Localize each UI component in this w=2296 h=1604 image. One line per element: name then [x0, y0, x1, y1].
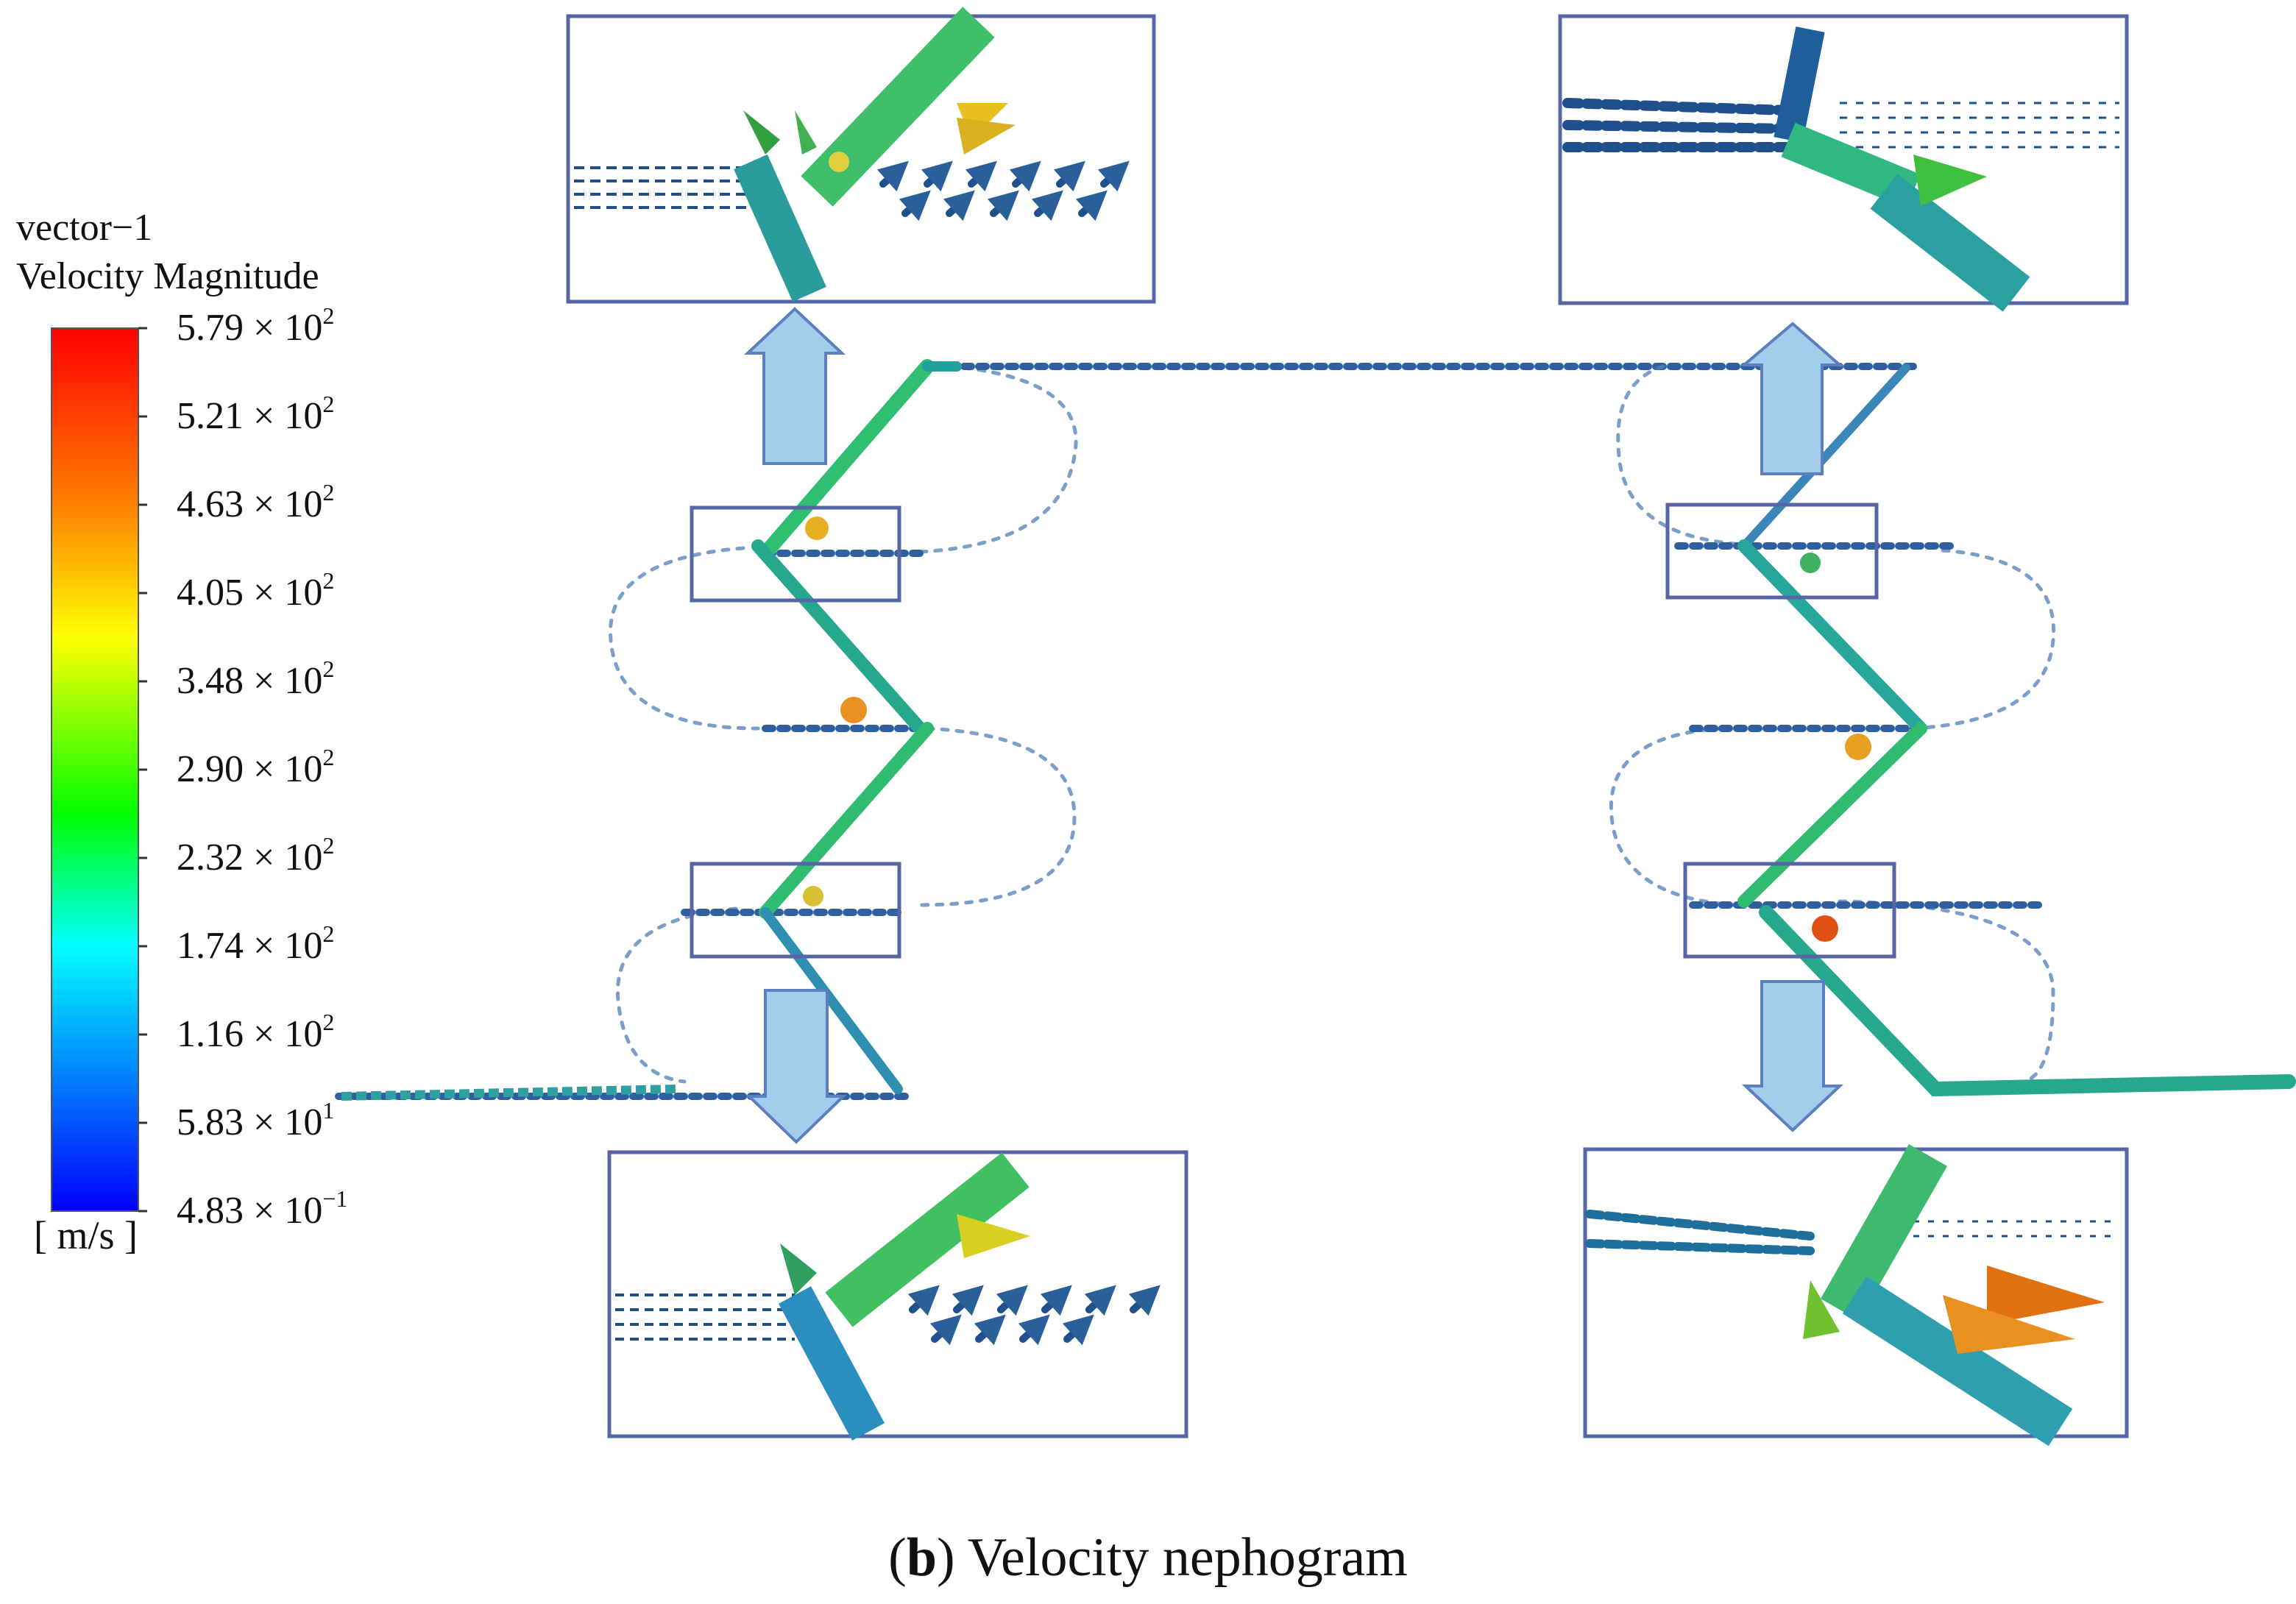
legend-unit: [ m/s ]	[34, 1213, 138, 1257]
inset-top-right	[1558, 14, 2129, 312]
caption-text: Velocity nephogram	[954, 1527, 1408, 1588]
zoom-arrows	[743, 307, 1844, 1144]
colorbar-tick-label: 1.16 × 102	[177, 1009, 335, 1055]
right-flow-channel	[1609, 363, 2296, 1097]
legend-title-line2: Velocity Magnitude	[16, 255, 319, 297]
inset-bottom-right	[1583, 1144, 2129, 1447]
colorbar-tick-label: 3.48 × 102	[177, 656, 335, 702]
colorbar-tick-label: 5.79 × 102	[177, 302, 335, 349]
caption-label: b	[906, 1527, 937, 1588]
colorbar-ticks	[138, 327, 147, 1213]
colorbar-tick-label: 2.90 × 102	[177, 744, 335, 790]
zoom-region-markers	[690, 503, 1896, 959]
colorbar	[51, 327, 139, 1212]
colorbar-tick-label: 4.83 × 10−1	[177, 1185, 348, 1232]
left-inlet-flow	[341, 1085, 678, 1101]
left-flow-channel	[335, 359, 1917, 1100]
legend-title-line1: vector−1	[16, 207, 153, 249]
inset-bottom-left	[607, 1150, 1188, 1441]
colorbar-tick-label: 1.74 × 102	[177, 920, 335, 967]
colorbar-tick-label: 4.63 × 102	[177, 479, 335, 525]
colorbar-tick-label: 2.32 × 102	[177, 832, 335, 879]
colorbar-tick-label: 4.05 × 102	[177, 567, 335, 614]
colorbar-tick-label: 5.21 × 102	[177, 391, 335, 437]
figure-caption: (b) Velocity nephogram	[888, 1527, 1408, 1588]
inset-top-left	[566, 7, 1156, 304]
colorbar-tick-label: 5.83 × 101	[177, 1097, 335, 1143]
